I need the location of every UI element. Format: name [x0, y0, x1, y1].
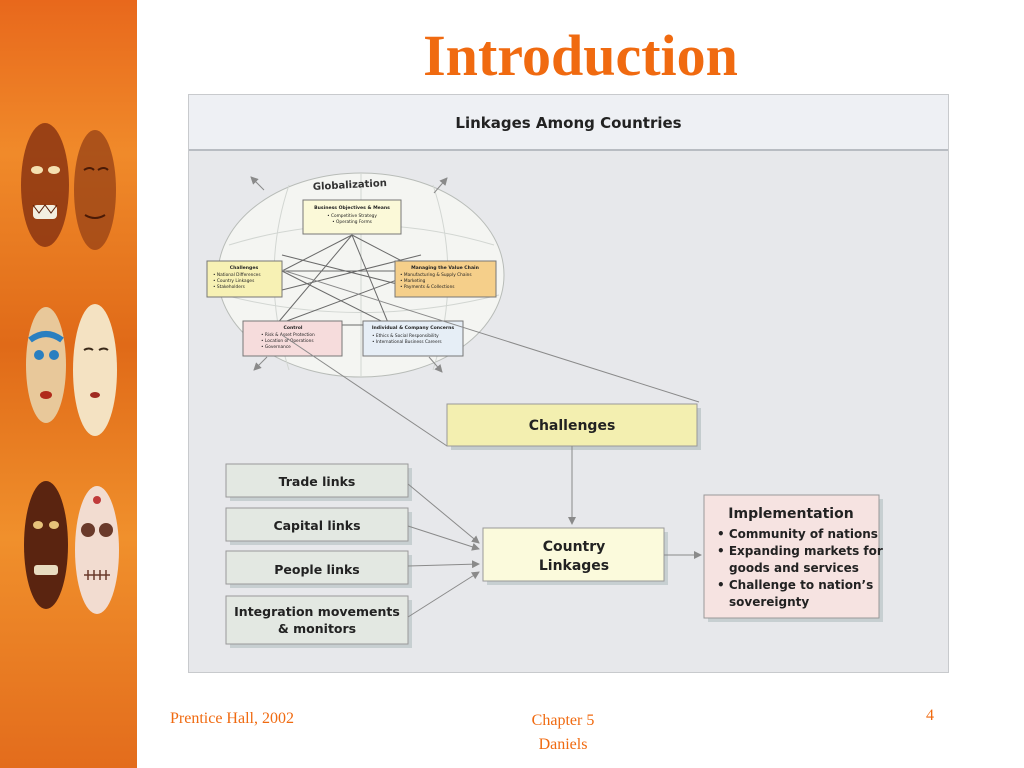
mask-elder-icon [74, 130, 116, 250]
footer-chapter-line2: Daniels [538, 736, 588, 753]
box-control-item: • Risk & Asset Protection [261, 332, 315, 338]
box-value-chain-title: Managing the Value Chain [411, 265, 479, 271]
mask-painted-icon [26, 307, 66, 423]
box-challenges-small: Challenges • National Differences • Coun… [206, 260, 283, 298]
mask-skull-icon [75, 486, 119, 614]
box-control-title: Control [284, 325, 303, 331]
box-challenges-item: • National Differences [213, 272, 261, 278]
footer-chapter: Chapter 5 Daniels [500, 709, 626, 757]
implementation-item: • Community of nations [717, 527, 878, 541]
decorative-sidebar [0, 0, 137, 768]
box-challenges-main: Challenges [446, 403, 701, 450]
box-challenges-title: Challenges [230, 265, 259, 271]
arrow-integration-to-country [407, 571, 480, 618]
box-control: Control • Risk & Asset Protection • Loca… [242, 320, 343, 357]
box-individual-concerns: Individual & Company Concerns • Ethics &… [362, 320, 464, 357]
box-control-item: • Location of Operations [261, 338, 314, 344]
slide-title: Introduction [423, 23, 738, 88]
box-value-chain-item: • Marketing [400, 278, 426, 284]
masks-illustration [21, 123, 119, 614]
box-business-objectives: Business Objectives & Means • Competitiv… [302, 199, 402, 235]
implementation-title: Implementation [728, 506, 853, 522]
people-links-label: People links [274, 562, 360, 577]
implementation-item: goods and services [729, 561, 859, 575]
arrow-people-to-country [407, 560, 480, 569]
box-challenges-item: • Country Linkages [213, 278, 255, 284]
page-number: 4 [926, 707, 934, 724]
box-business-objectives-item: • Competitive Strategy [327, 213, 377, 219]
mask-demon-icon [21, 123, 69, 247]
box-business-objectives-title: Business Objectives & Means [314, 205, 390, 211]
diagram-canvas: Globalization Business Objectives & Mean… [206, 172, 883, 648]
box-trade-links: Trade links [225, 463, 412, 501]
box-value-chain: Managing the Value Chain • Manufacturing… [394, 260, 497, 298]
arrow-capital-to-country [407, 525, 480, 551]
country-linkages-line2: Linkages [539, 558, 609, 574]
arrow-trade-to-country [407, 483, 480, 544]
box-value-chain-item: • Manufacturing & Supply Chains [400, 272, 472, 278]
box-control-item: • Governance [261, 344, 291, 350]
figure-title: Linkages Among Countries [455, 114, 682, 132]
footer-chapter-line1: Chapter 5 [531, 712, 595, 729]
trade-links-label: Trade links [279, 474, 356, 489]
footer-publisher: Prentice Hall, 2002 [170, 710, 294, 727]
mask-noh-icon [73, 304, 117, 436]
box-business-objectives-item: • Operating Forms [332, 219, 373, 225]
connector-globe-to-challenges [281, 334, 448, 447]
box-integration: Integration movements & monitors [225, 595, 412, 648]
box-value-chain-item: • Payments & Collections [400, 284, 455, 290]
country-linkages-line1: Country [543, 539, 606, 555]
capital-links-label: Capital links [273, 518, 360, 533]
box-individual-item: • Ethics & Social Responsibility [372, 333, 439, 339]
implementation-item: • Challenge to nation’s [717, 578, 873, 592]
box-individual-item: • International Business Careers [372, 339, 442, 345]
mask-dark-icon [24, 481, 68, 609]
box-people-links: People links [225, 550, 412, 588]
implementation-item: sovereignty [729, 595, 809, 609]
implementation-item: • Expanding markets for [717, 544, 883, 558]
globe-label: Globalization [313, 178, 388, 193]
box-challenges-item: • Stakeholders [213, 284, 246, 290]
connector-globe-to-challenges [281, 269, 700, 403]
box-individual-title: Individual & Company Concerns [372, 325, 455, 331]
box-implementation: Implementation • Community of nations • … [703, 494, 883, 622]
integration-label-line1: Integration movements [234, 604, 400, 619]
linkages-figure: Linkages Among Countries Globalization [188, 94, 949, 673]
challenges-label: Challenges [529, 418, 616, 434]
integration-label-line2: & monitors [278, 621, 356, 636]
figure-header: Linkages Among Countries [189, 95, 948, 151]
box-country-linkages: Country Linkages [482, 527, 668, 585]
box-capital-links: Capital links [225, 507, 412, 545]
